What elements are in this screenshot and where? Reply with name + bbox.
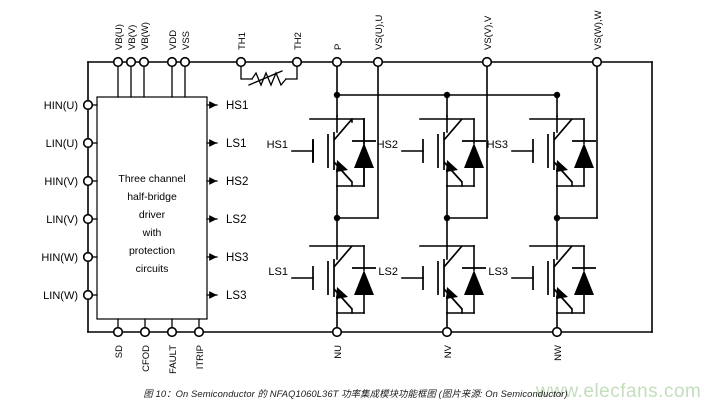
gate-label-ls3: LS3 [488,266,508,278]
driver-block-text: Three channel half-bridge driver with pr… [118,173,185,275]
figure-caption: 图 10：On Semiconductor 的 NFAQ1060L36T 功率集… [143,388,568,399]
driver-output-label: HS3 [226,252,248,264]
top-pin-rings [112,56,603,68]
igbt-ls2 [401,217,486,314]
pin-ring-linw[interactable] [82,289,94,301]
bottom-pin-label: NW [553,345,564,361]
pin-ring-vss[interactable] [179,56,191,68]
pin-ring-cfod[interactable] [139,326,151,338]
phase-w-leg [511,61,598,333]
pin-ring-vdd[interactable] [166,56,178,68]
gate-label-hs2: HS2 [377,139,398,151]
bottom-pin-label: NU [333,345,344,359]
igbt-ls3 [511,217,596,314]
bottom-pin-label: FAULT [168,345,179,374]
bottom-pin-label: SD [114,345,125,358]
left-pin-rings [82,99,94,301]
pin-ring-fault[interactable] [166,326,178,338]
bottom-pin-rings [112,326,563,338]
driver-output-label: HS2 [226,176,248,188]
top-pin-label: TH2 [293,32,304,50]
top-pin-label: VS(V),V [483,15,494,50]
pin-ring-th2[interactable] [291,56,303,68]
pin-ring-vbw[interactable] [138,56,150,68]
igbt-gate-labels: HS1 HS2 HS3 LS1 LS2 LS3 [267,139,508,278]
gate-label-hs1: HS1 [267,139,288,151]
driver-output-labels: HS1 LS1 HS2 LS2 HS3 LS3 [226,100,248,302]
top-pin-label: VB(W) [140,22,151,50]
left-pin-label: HIN(V) [44,176,78,188]
igbt-hs2 [401,115,486,187]
pin-ring-sd[interactable] [112,326,124,338]
driver-block-line: with [142,227,162,239]
driver-block-line: circuits [136,263,169,275]
pin-ring-th1[interactable] [235,56,247,68]
driver-block-line: driver [139,209,166,221]
p-rail [333,61,561,117]
pin-ring-vbu[interactable] [112,56,124,68]
top-pin-label: VB(U) [114,24,125,50]
driver-top-stubs [117,61,186,98]
pin-ring-hinv[interactable] [82,175,94,187]
top-pin-label: TH1 [237,32,248,50]
gate-label-hs3: HS3 [487,139,508,151]
driver-output-label: HS1 [226,100,248,112]
pin-ring-p[interactable] [331,56,343,68]
driver-block-line: half-bridge [127,191,177,203]
pin-ring-itrip[interactable] [193,326,205,338]
phase-u-leg [291,61,379,333]
pin-ring-nw[interactable] [551,326,563,338]
top-pin-label: VS(U),U [374,15,385,51]
bottom-pin-label: CFOD [141,345,152,372]
pin-ring-nv[interactable] [441,326,453,338]
left-pin-label: HIN(W) [41,252,78,264]
pin-ring-vsu[interactable] [372,56,384,68]
thermistor-symbol [240,61,298,87]
pin-ring-linu[interactable] [82,137,94,149]
pin-ring-hinu[interactable] [82,99,94,111]
top-pin-label: VDD [168,30,179,50]
driver-output-label: LS1 [226,138,246,150]
left-pin-label: LIN(W) [43,290,78,302]
driver-output-label: LS2 [226,214,246,226]
driver-bottom-stubs [117,318,200,333]
pin-ring-vsv[interactable] [481,56,493,68]
pin-ring-nu[interactable] [331,326,343,338]
igbt-hs1 [291,115,376,187]
pin-ring-vsw[interactable] [591,56,603,68]
driver-output-label: LS3 [226,290,246,302]
driver-left-stubs [87,104,98,296]
driver-output-arrows [206,101,218,299]
pin-ring-hinw[interactable] [82,251,94,263]
left-pin-label: HIN(U) [44,100,78,112]
gate-label-ls2: LS2 [378,266,398,278]
left-pin-labels: HIN(U) LIN(U) HIN(V) LIN(V) HIN(W) LIN(W… [41,100,78,302]
top-pin-label: VB(V) [127,25,138,50]
top-pin-label: VSS [181,31,192,50]
pin-ring-linv[interactable] [82,213,94,225]
bottom-pin-labels: SD CFOD FAULT ITRIP NU NV NW [114,344,564,374]
gate-label-ls1: LS1 [268,266,288,278]
left-pin-label: LIN(U) [46,138,78,150]
bottom-pin-label: NV [443,344,454,358]
igbt-ls1 [291,217,376,314]
bottom-pin-label: ITRIP [195,345,206,369]
pin-ring-vbv[interactable] [125,56,137,68]
driver-block-box [96,96,208,320]
igbt-hs3 [511,115,596,187]
top-pin-labels: VB(U) VB(V) VB(W) VDD VSS TH1 TH2 P VS(U… [114,10,604,50]
top-pin-label: VS(W),W [593,10,604,50]
left-pin-label: LIN(V) [46,214,78,226]
driver-block-line: Three channel [118,173,185,185]
phase-v-leg [401,61,488,333]
driver-block-line: protection [129,245,175,257]
top-pin-label: P [333,44,344,50]
